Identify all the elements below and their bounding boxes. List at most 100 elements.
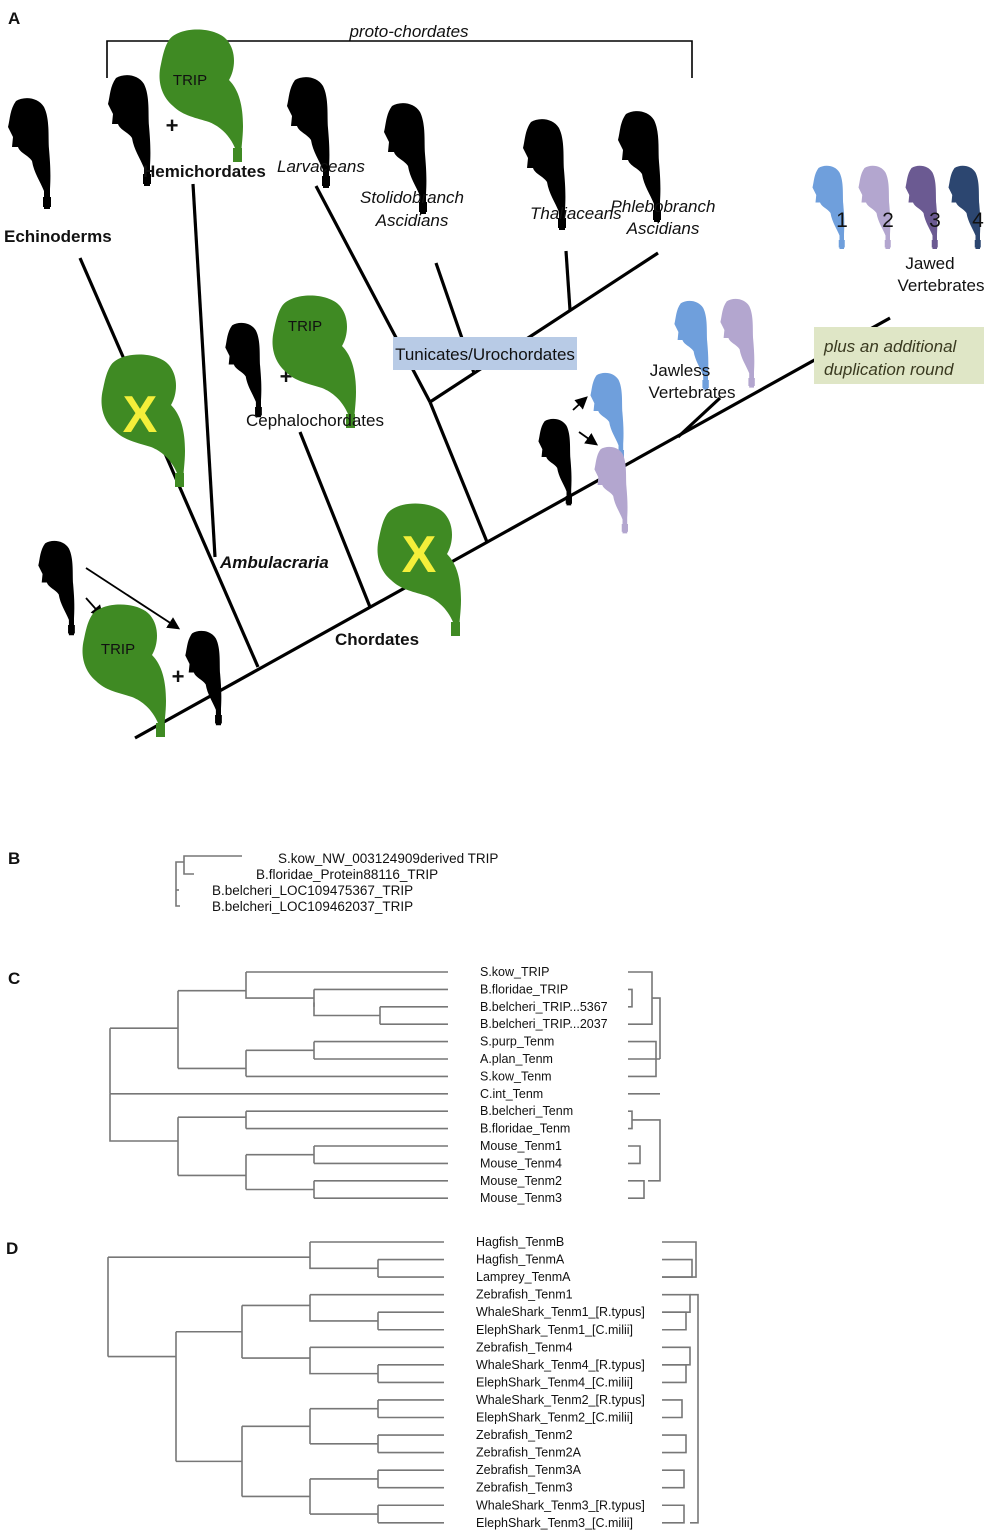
leaf-label: S.purp_Tenm [480,1035,554,1049]
tree-branch [377,1434,444,1454]
duplication-note-line2: duplication round [824,360,954,379]
tree-branch [309,1293,444,1322]
panel-label-c: C [8,969,20,988]
tree-branch [245,971,448,999]
leaf-label: ElephShark_Tenm4_[C.milii] [476,1375,633,1389]
tree-branch [241,1304,310,1359]
trip-icon-cephalochordates [272,295,356,428]
leaf-label: S.kow_Tenm [480,1069,552,1083]
tree-branch [309,1407,378,1445]
tree-branch [177,1116,246,1177]
tree-branch [313,1145,448,1165]
teneurin-icon-cephalochordates [225,322,262,418]
tenm3-icon-jawed [905,165,938,249]
paralog-number-4: 4 [972,209,984,232]
paralog-number-1: 1 [836,209,848,232]
label-cephalochordates: Cephalochordates [246,411,384,430]
leaf-label: Hagfish_TenmA [476,1253,565,1267]
tree-branch [245,1153,314,1191]
trip-icon-hemichordates [159,29,243,162]
tree-branch [309,1478,378,1515]
tree-branch [662,1311,687,1331]
trip-icon-root [82,604,166,737]
label-phlebobranch-line2: Ascidians [626,219,700,238]
trip-label-root: TRIP [101,641,135,658]
loss-x-echinoderms: X [123,386,158,444]
teneurin-icon-root-copy [185,630,222,726]
tree-branch [175,1330,242,1463]
branch-hemichordates [191,183,217,558]
tree-branch [377,1469,444,1489]
tree-branch [379,1006,448,1025]
label-jawless-line1: Jawless [650,361,710,380]
teneurin-icon-vertebrate-ancestor [538,418,572,506]
species-tree [78,183,891,740]
label-hemichordates: Hemichordates [143,162,266,181]
leaf-label: Zebrafish_Tenm3 [476,1481,573,1495]
leaf-label: B.floridae_Tenm [480,1122,570,1136]
label-larvaceans: Larvaceans [277,157,365,176]
leaf-label: B.belcheri_TRIP...5367 [480,1000,608,1014]
loss-x-chordates: X [402,526,437,584]
teneurin-icon-ancestral [38,540,75,636]
branch-cephalochordates [298,431,372,608]
tree-branch [662,1293,691,1313]
label-jawed-line1: Jawed [905,254,954,273]
tree-branch [662,1258,693,1278]
tenm2-icon-jawed [858,165,891,249]
leaf-label: B.belcheri_LOC109462037_TRIP [212,899,413,914]
tree-branch [245,1110,448,1130]
tree-branch [662,1434,687,1454]
tree-branch [377,1364,444,1384]
tree-branch [377,1311,444,1331]
tree-branch [377,1504,444,1524]
root-arrow-long [85,567,181,630]
tree-branch [241,1425,310,1498]
leaf-label: Zebrafish_Tenm1 [476,1288,573,1302]
tree-branch [662,1399,683,1419]
label-stolidobranch-line1: Stolidobranch [360,188,464,207]
leaf-label: Lamprey_TenmA [476,1270,571,1284]
panel-label-b: B [8,849,20,868]
trip-label-hemichordates: TRIP [173,72,207,89]
tree-branch [652,997,661,1059]
tree-branch [245,1049,448,1078]
label-tunicates: Tunicates/Urochordates [395,345,575,364]
plus-sign-hemichordates: + [166,113,179,138]
leaf-label: B.belcheri_Tenm [480,1104,573,1118]
tree-branch [377,1258,444,1278]
leaf-label: B.floridae_Protein88116_TRIP [256,867,438,882]
tree-branch [175,861,184,884]
leaf-label: Mouse_Tenm3 [480,1191,562,1205]
branch-thaliaceans [564,250,572,311]
leaf-label: WhaleShark_Tenm4_[R.typus] [476,1358,645,1372]
plus-sign-root: + [172,664,185,689]
duplication-arrow-upper [572,396,588,411]
tree-branch [632,1119,661,1182]
tree-branch [183,862,194,875]
vertebrate-teneurin-tree: Hagfish_TenmBHagfish_TenmALamprey_TenmAZ… [107,1235,699,1530]
leaf-label: ElephShark_Tenm3_[C.milii] [476,1516,633,1530]
main-trunk [134,316,891,740]
label-chordates: Chordates [335,630,419,649]
leaf-label: B.belcheri_LOC109475367_TRIP [212,883,413,898]
tree-branch [628,988,633,1008]
trip-tree: S.kow_NW_003124909derived TRIPB.floridae… [175,851,498,914]
leaf-label: ElephShark_Tenm1_[C.milii] [476,1323,633,1337]
tree-branch [377,1399,444,1419]
tenm-duplicate-icon-blue [590,372,624,460]
tree-branch [107,1256,310,1358]
leaf-label: S.kow_NW_003124909derived TRIP [278,851,498,866]
leaf-label: B.belcheri_TRIP...2037 [480,1017,608,1031]
label-echinoderms: Echinoderms [4,227,112,246]
duplication-note-box [814,327,984,384]
teneurin-icon-echinoderms [8,98,51,209]
paralog-number-2: 2 [882,209,894,232]
tree-branch [628,1145,641,1165]
panel-label-a: A [8,9,20,28]
leaf-label: B.floridae_TRIP [480,982,568,996]
leaf-label: Mouse_Tenm1 [480,1139,562,1153]
tunicates-box [393,337,577,370]
leaf-label: Zebrafish_Tenm4 [476,1340,573,1354]
